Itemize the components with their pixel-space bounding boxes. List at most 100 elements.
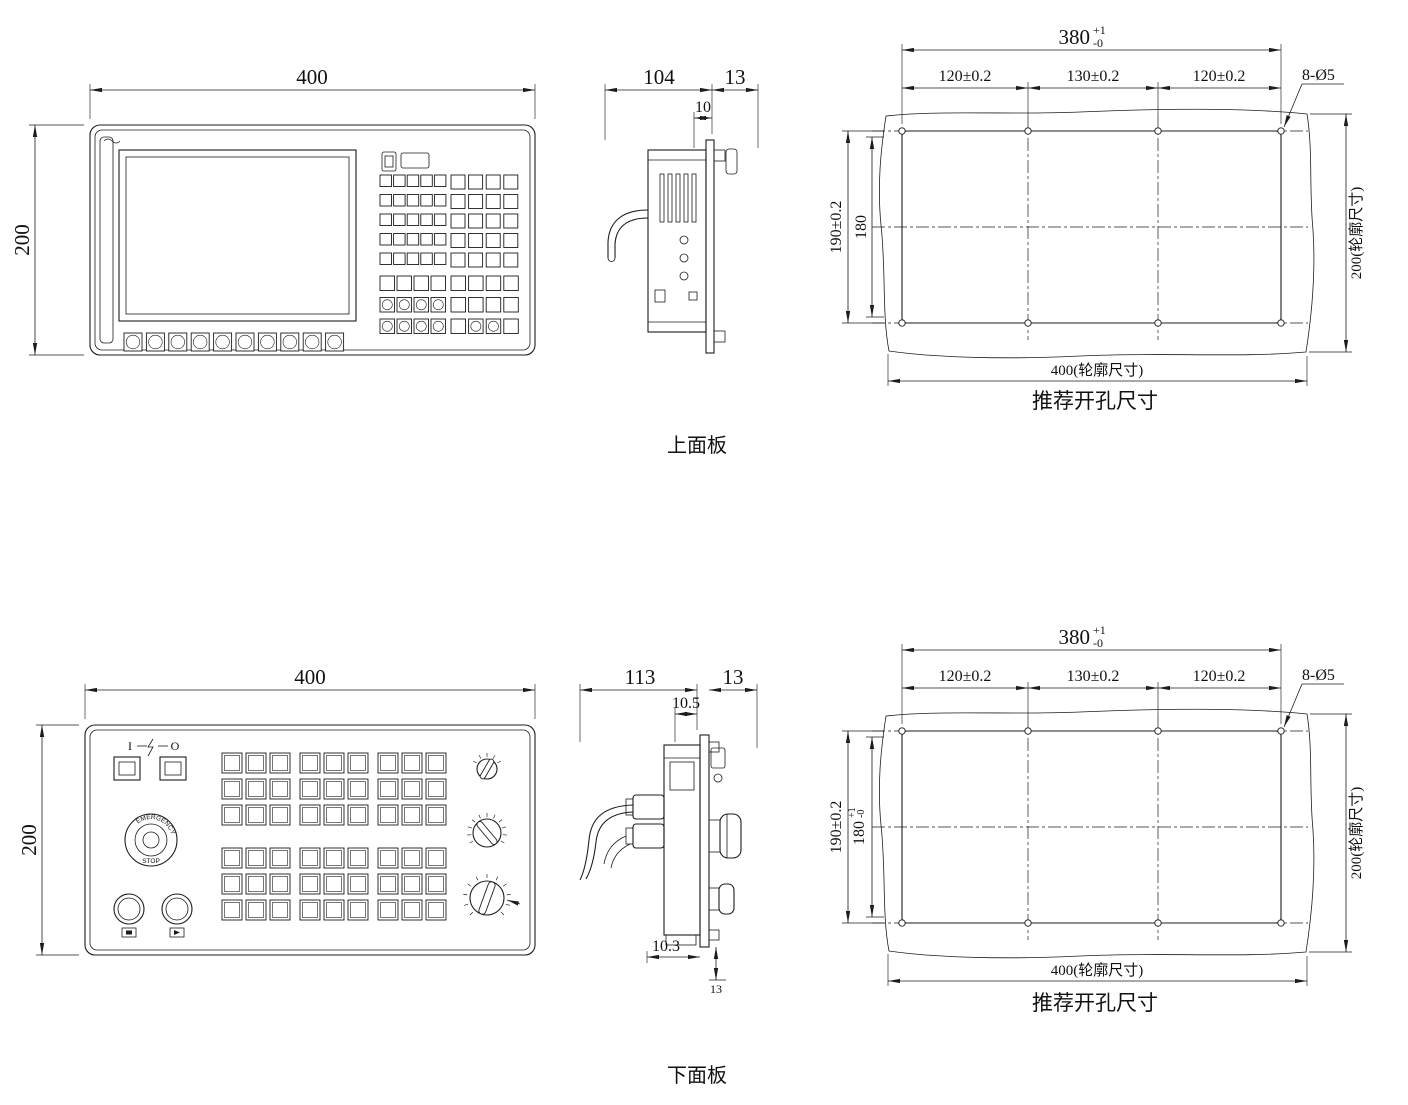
lower-side-flange-text: 13 — [723, 665, 744, 689]
lower-side-estop-profile — [708, 813, 742, 859]
lower-cutout-dim-outline-width: 400(轮廓尺寸) — [887, 954, 1308, 986]
upper-front-height-text: 200 — [10, 224, 34, 256]
upper-cutout-rect — [901, 130, 1282, 324]
upper-front-dim-height: 200 — [10, 124, 84, 356]
lower-hole-row-spacing-text: 190±0.2 — [828, 801, 845, 854]
upper-keypad-grid-b[interactable] — [450, 174, 519, 268]
upper-section-label: 上面板 — [667, 434, 727, 457]
feed-hold-button[interactable] — [161, 893, 193, 925]
cycle-start-icon — [121, 927, 137, 938]
upper-span-right-text: 120±0.2 — [1193, 68, 1246, 85]
lower-side-dim-inset-bottom: 10.3 — [646, 938, 700, 963]
lower-side-dim-inset-top: 10.5 — [672, 695, 700, 742]
upper-holes-callout-text: 8-Ø5 — [1302, 67, 1335, 84]
lower-side-bottom-flange-text: 13 — [710, 982, 722, 996]
lower-side-cables — [579, 804, 634, 881]
upper-side-clip-bottom — [713, 330, 726, 343]
cycle-start-button[interactable] — [113, 893, 145, 925]
lower-panel-inner-outline — [89, 729, 531, 951]
power-off-symbol: O — [171, 739, 180, 753]
power-symbols: I O — [128, 738, 180, 757]
emergency-stop-button[interactable]: EMERGENCY STOP — [124, 813, 178, 867]
upper-panel-left-strip — [99, 136, 114, 344]
upper-side-chassis — [647, 149, 707, 333]
power-on-button[interactable] — [113, 756, 141, 781]
usb-port — [381, 151, 397, 172]
lower-cutout-rect — [901, 730, 1282, 924]
upper-span-center-text: 130±0.2 — [1067, 68, 1120, 85]
estop-text-bottom: STOP — [142, 858, 160, 865]
upper-side-dim-depth: 104 — [604, 65, 713, 140]
upper-outline-width-text: 400(轮廓尺寸) — [1051, 362, 1144, 379]
lower-cutout-view: 380 +1 -0 120±0.2 130±0.2 120±0.2 8-Ø5 1… — [828, 623, 1365, 1015]
lower-holes-callout-text: 8-Ø5 — [1302, 667, 1335, 684]
feedrate-override-switch[interactable] — [467, 813, 507, 848]
lower-side-chassis — [663, 744, 701, 936]
upper-cutout-sheet-outline — [878, 108, 1315, 359]
upper-keypad-grid-d[interactable] — [450, 275, 519, 334]
upper-cutout-dim-outline-width: 400(轮廓尺寸) — [887, 354, 1308, 386]
upper-front-view: 400 200 — [10, 65, 536, 356]
lower-span-left-text: 120±0.2 — [939, 668, 992, 685]
display-screen — [125, 156, 350, 315]
upper-hole-row-spacing-text: 190±0.2 — [828, 201, 845, 254]
upper-outline-height-text: 200(轮廓尺寸) — [1348, 187, 1365, 280]
upper-side-latch — [725, 148, 738, 175]
upper-side-flange-text: 13 — [725, 65, 746, 89]
upper-front-dim-width: 400 — [89, 65, 536, 119]
lower-side-chassis-detail — [669, 761, 695, 791]
upper-side-view: 104 13 10 — [604, 65, 759, 354]
lower-cutout-dim-overall: 380 +1 -0 — [901, 623, 1282, 724]
lower-side-view: 113 13 10.5 — [579, 665, 758, 996]
upper-side-vent-slots — [659, 173, 697, 223]
upper-span-left-text: 120±0.2 — [939, 68, 992, 85]
power-off-button[interactable] — [159, 756, 187, 781]
upper-side-inset-text: 10 — [695, 99, 711, 116]
feed-hold-icon — [169, 927, 185, 938]
upper-overall-tol-plus-text: +1 — [1093, 23, 1106, 37]
brand-logo — [103, 138, 121, 144]
lower-side-dim-flange: 13 — [709, 665, 758, 748]
upper-function-keys[interactable] — [123, 332, 345, 352]
lower-side-plugs — [625, 794, 665, 849]
upper-keypad-grid-c[interactable] — [379, 275, 446, 334]
lower-cutout-caption: 推荐开孔尺寸 — [1032, 991, 1158, 1015]
upper-cutout-holes-callout: 8-Ø5 — [1283, 67, 1344, 128]
lower-cutout-height-tol-plus-text: +1 — [847, 807, 858, 818]
upper-side-clip-top — [713, 149, 726, 162]
upper-side-dim-flange: 13 — [712, 65, 759, 148]
upper-cutout-caption: 推荐开孔尺寸 — [1032, 389, 1158, 413]
lower-span-center-text: 130±0.2 — [1067, 668, 1120, 685]
lower-front-dim-width: 400 — [84, 665, 536, 719]
lower-cutout-height-tol-minus-text: -0 — [856, 810, 867, 818]
spindle-override-switch[interactable] — [463, 874, 521, 916]
upper-cutout-dim-height: 180 — [853, 136, 884, 318]
upper-cutout-dim-overall: 380 +1 -0 — [901, 23, 1282, 124]
lower-keypad-grid-bottom[interactable] — [221, 847, 447, 921]
lower-side-inset-bottom-text: 10.3 — [652, 938, 680, 955]
upper-side-depth-text: 104 — [643, 65, 675, 89]
pointer-arrow — [506, 899, 521, 906]
lower-cutout-dim-height: 180 +1 -0 — [847, 736, 884, 918]
card-slot — [400, 152, 430, 169]
lower-front-view: 400 200 I O EMERGENCY — [17, 665, 536, 956]
upper-side-connectors — [654, 235, 698, 303]
lower-cutout-height-nominal-text: 180 — [851, 821, 868, 845]
lower-outline-width-text: 400(轮廓尺寸) — [1051, 962, 1144, 979]
upper-keypad-grid-a[interactable] — [379, 174, 447, 265]
upper-cutout-height-text: 180 — [853, 215, 870, 239]
mode-selector-switch[interactable] — [472, 753, 502, 780]
lower-side-top-connector — [710, 747, 726, 783]
lower-keypad-grid-top[interactable] — [221, 752, 447, 826]
upper-cutout-holes — [898, 127, 1285, 327]
lower-cutout-holes — [898, 727, 1285, 927]
upper-side-panel-plate — [705, 139, 715, 354]
upper-side-cable — [607, 209, 649, 262]
lower-side-clip-bottom — [708, 929, 720, 941]
lower-front-height-text: 200 — [17, 824, 41, 856]
lightning-icon — [147, 738, 154, 757]
upper-overall-tol-minus-text: -0 — [1093, 36, 1103, 50]
lower-section-label: 下面板 — [667, 1064, 727, 1087]
